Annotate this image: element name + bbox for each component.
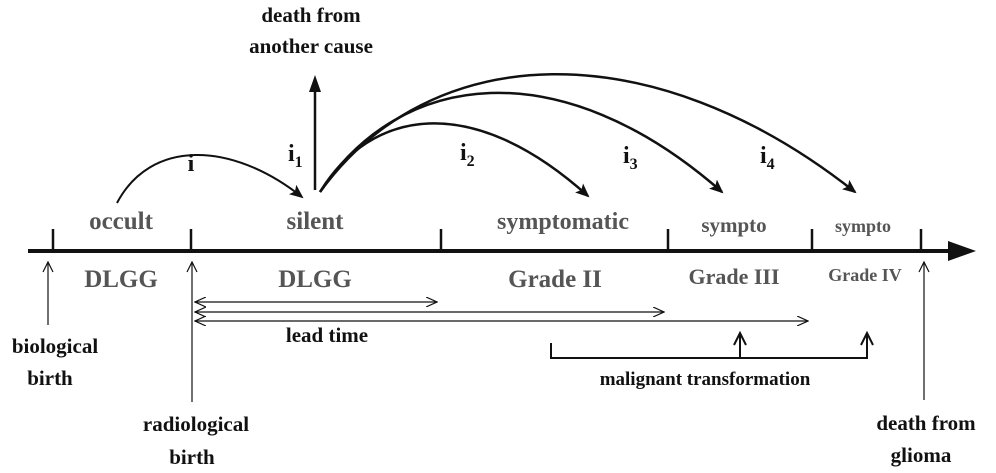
interval-label-i2: i2 [460, 140, 475, 170]
interval-arc-i2 [318, 122, 590, 198]
interval-label-i2-main: i [460, 140, 467, 166]
interval-label-i2-sub: 2 [467, 153, 475, 170]
interval-label-i1-main: i [288, 141, 295, 167]
malignant-arrowhead-grade4 [860, 330, 874, 346]
death-glioma-line1: death from [876, 411, 976, 435]
stage-label-silent: silent [287, 208, 345, 235]
interval-arc-i3 [318, 91, 724, 194]
timeline-axis-arrowhead [948, 241, 976, 261]
malignant-arrowhead-grade3 [733, 330, 747, 346]
stage-label-sympto-1: sympto [701, 213, 766, 237]
interval-label-i1-sub: 1 [295, 154, 303, 171]
death-other-cause-arrowhead [309, 75, 321, 92]
lead-time-label: lead time [286, 323, 368, 347]
interval-label-i3-sub: 3 [630, 156, 638, 173]
interval-label-i4-sub: 4 [767, 156, 775, 173]
malignant-transformation-label: malignant transformation [600, 369, 811, 390]
malignant-transformation-bracket [550, 334, 868, 359]
stage-label-sympto-2: sympto [835, 216, 891, 236]
death-other-cause-line2: another cause [249, 34, 373, 58]
radiological-birth-line1: radiological [143, 412, 249, 436]
biological-birth-line2: birth [27, 366, 73, 390]
biological-birth-line1: biological [12, 334, 99, 358]
grade-label-grade-3: Grade III [688, 264, 779, 289]
grade-label-dlgg-2: DLGG [278, 266, 352, 293]
grade-label-dlgg-1: DLGG [84, 266, 158, 293]
interval-label-i1: i1 [288, 141, 303, 171]
stage-label-symptomatic: symptomatic [497, 209, 629, 235]
stage-label-occult: occult [89, 208, 154, 235]
death-glioma-arrowhead [918, 260, 930, 273]
grade-label-grade-4: Grade IV [828, 265, 902, 285]
interval-label-i4: i4 [760, 143, 775, 173]
interval-label-i4-main: i [760, 143, 767, 169]
interval-label-i3: i3 [623, 143, 638, 173]
death-glioma-line2: glioma [891, 443, 952, 467]
radiological-birth-line2: birth [169, 445, 215, 469]
death-other-cause-line1: death from [261, 3, 361, 27]
interval-label-i3-main: i [623, 143, 630, 169]
grade-label-grade-2: Grade II [508, 266, 602, 293]
interval-arc-i [116, 154, 304, 204]
radiological-birth-arrowhead [186, 260, 198, 273]
interval-arc-i4 [318, 73, 857, 194]
interval-label-i: i [188, 151, 195, 177]
biological-birth-arrowhead [42, 260, 54, 273]
